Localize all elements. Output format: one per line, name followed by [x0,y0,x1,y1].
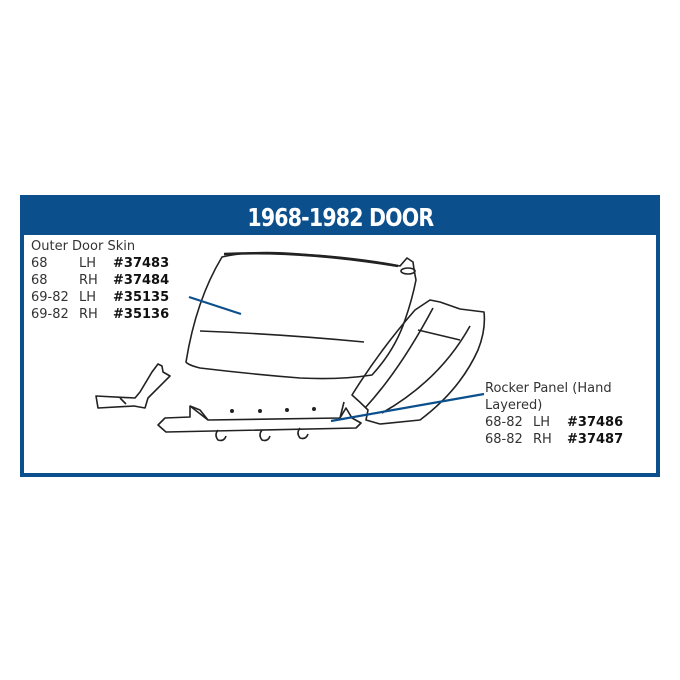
part-number: #37486 [567,415,624,430]
part-number: #35135 [113,290,170,305]
part-number: #37483 [113,256,170,271]
part-number: #37484 [113,273,170,288]
outer-door-skin-drawing [185,251,417,380]
part-number: #37487 [567,432,624,447]
header-band: 1968-1982 DOOR [24,199,656,235]
diagram-title: 1968-1982 DOOR [247,202,434,232]
rocker-panel-end-drawing [351,299,486,425]
door-skin-leader-line [188,295,242,316]
diagram-frame: 1968-1982 DOOR [20,195,660,477]
part-name-continued: Layered) [485,398,543,413]
bracket-drawing [95,363,171,409]
part-number: #35136 [113,307,170,322]
part-name: Rocker Panel (Hand [485,381,612,396]
rocker-panel-leader-line [330,392,485,423]
part-name: Outer Door Skin [31,239,136,254]
